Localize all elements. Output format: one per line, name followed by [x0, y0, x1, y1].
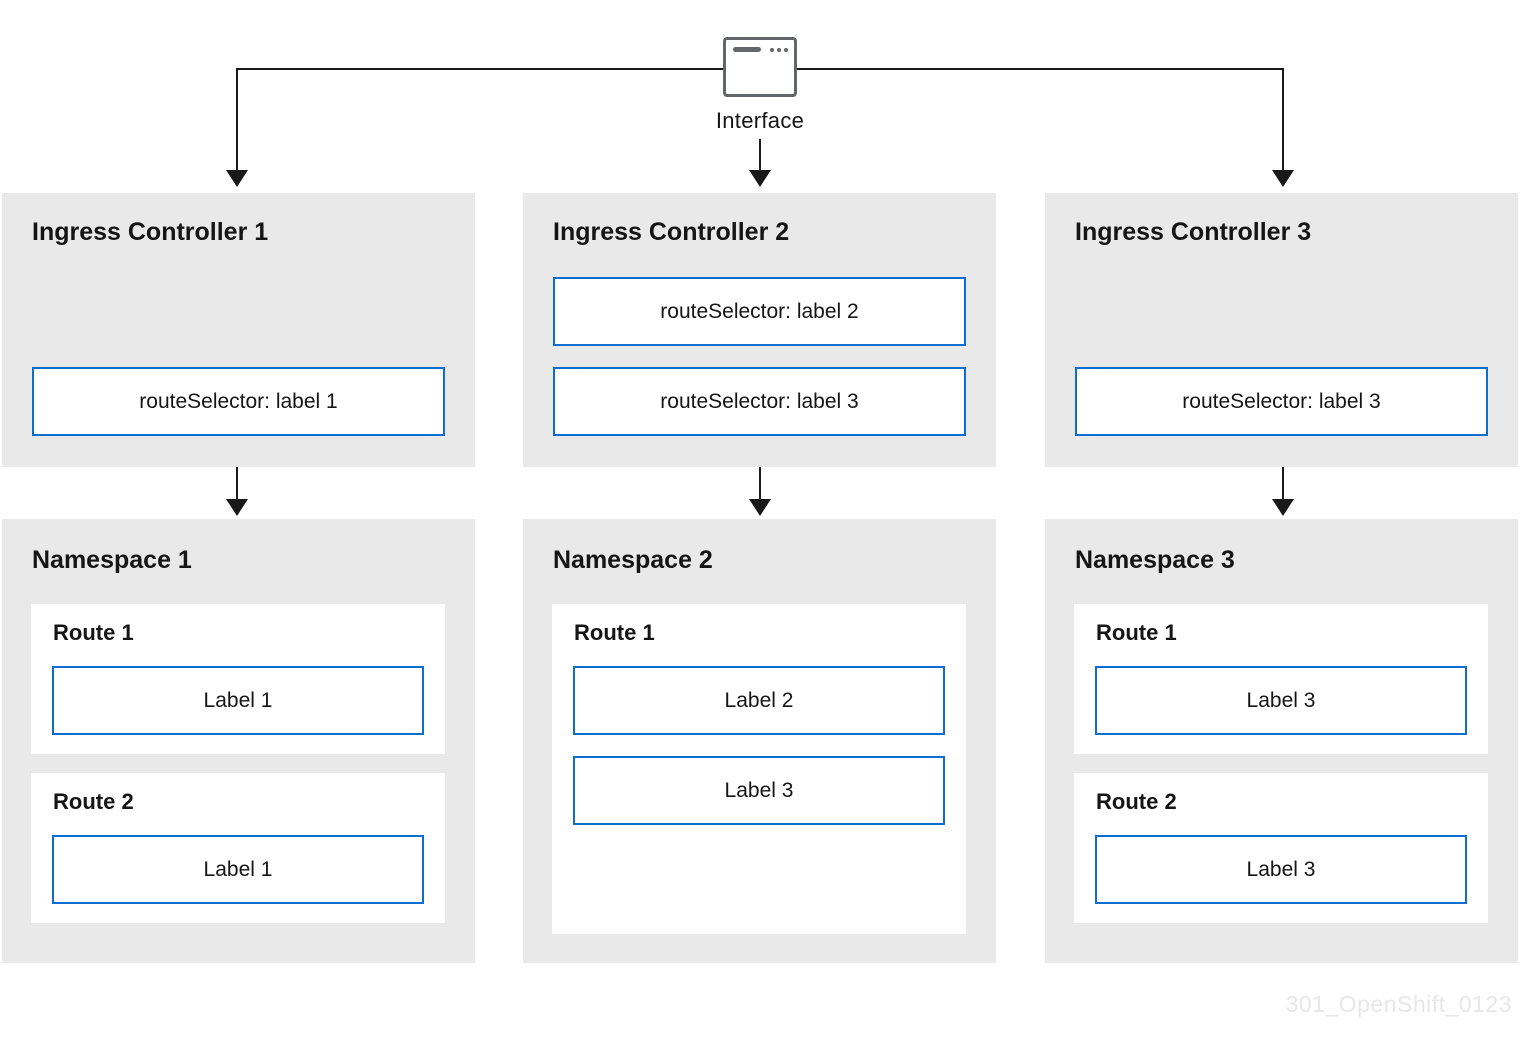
label-box: Label 3 [1095, 666, 1467, 735]
route-name: Route 1 [53, 620, 134, 645]
label-box: Label 2 [573, 666, 945, 735]
route-name: Route 2 [1096, 789, 1177, 814]
route-card: Route 1 Label 1 [31, 604, 445, 754]
route-card: Route 2 Label 3 [1074, 773, 1488, 923]
panel-title: Ingress Controller 1 [32, 218, 269, 246]
arrow-down-icon [1272, 170, 1294, 187]
connector-ctrl1-ns1 [236, 467, 238, 500]
watermark-text: 301_OpenShift_0123 [1285, 991, 1512, 1017]
connector-drop-left [236, 68, 238, 171]
route-name: Route 2 [53, 789, 134, 814]
route-name: Route 1 [1096, 620, 1177, 645]
arrow-down-icon [226, 170, 248, 187]
browser-titlebar-line [733, 47, 761, 52]
namespace-2-panel: Namespace 2 Route 1 Label 2 Label 3 [523, 519, 996, 963]
arrow-down-icon [226, 499, 248, 516]
panel-title: Ingress Controller 2 [553, 218, 790, 246]
arrow-down-icon [1272, 499, 1294, 516]
browser-window-icon [723, 37, 797, 97]
connector-drop-middle [759, 139, 761, 171]
panel-title: Namespace 1 [32, 546, 192, 574]
ingress-controller-3-panel: Ingress Controller 3 routeSelector: labe… [1045, 193, 1518, 467]
connector-drop-right [1282, 68, 1284, 171]
route-selector-box: routeSelector: label 3 [1075, 367, 1488, 436]
panel-title: Namespace 3 [1075, 546, 1235, 574]
route-card: Route 2 Label 1 [31, 773, 445, 923]
connector-ctrl3-ns3 [1282, 467, 1284, 500]
connector-top-left [236, 68, 725, 70]
panel-title: Namespace 2 [553, 546, 713, 574]
connector-ctrl2-ns2 [759, 467, 761, 500]
interface-label: Interface [715, 108, 805, 133]
label-box: Label 3 [573, 756, 945, 825]
label-box: Label 1 [52, 835, 424, 904]
arrow-down-icon [749, 499, 771, 516]
route-name: Route 1 [574, 620, 655, 645]
route-selector-box: routeSelector: label 3 [553, 367, 966, 436]
browser-dots-icon [770, 48, 788, 52]
ingress-controller-1-panel: Ingress Controller 1 routeSelector: labe… [2, 193, 475, 467]
ingress-controller-2-panel: Ingress Controller 2 routeSelector: labe… [523, 193, 996, 467]
route-card: Route 1 Label 2 Label 3 [552, 604, 966, 934]
panel-title: Ingress Controller 3 [1075, 218, 1312, 246]
label-box: Label 3 [1095, 835, 1467, 904]
arrow-down-icon [749, 170, 771, 187]
namespace-1-panel: Namespace 1 Route 1 Label 1 Route 2 Labe… [2, 519, 475, 963]
label-box: Label 1 [52, 666, 424, 735]
namespace-3-panel: Namespace 3 Route 1 Label 3 Route 2 Labe… [1045, 519, 1518, 963]
connector-top-right [791, 68, 1284, 70]
route-selector-box: routeSelector: label 1 [32, 367, 445, 436]
route-selector-box: routeSelector: label 2 [553, 277, 966, 346]
route-card: Route 1 Label 3 [1074, 604, 1488, 754]
